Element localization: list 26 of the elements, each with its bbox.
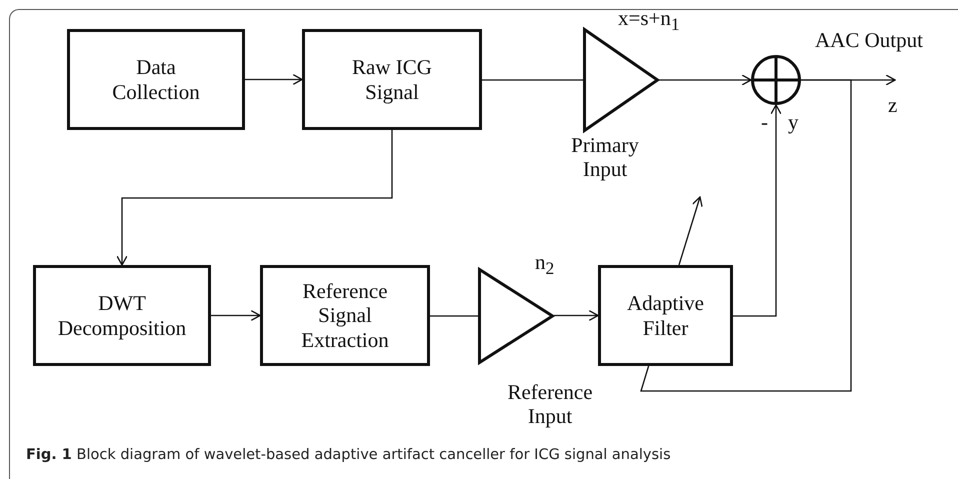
arrow — [245, 74, 303, 86]
process-box: Raw ICG Signal — [302, 29, 482, 130]
process-box: Reference Signal Extraction — [260, 265, 430, 366]
process-box: Data Collection — [67, 29, 245, 130]
connector-line — [430, 315, 478, 317]
process-box: DWT Decomposition — [33, 265, 211, 366]
input-label: Reference Input — [506, 380, 594, 428]
figure-caption: Fig. 1 Block diagram of wavelet-based adaptive artifact canceller for ICG signal analysis — [26, 447, 671, 463]
connector-line — [482, 79, 583, 81]
signal-label: z — [888, 93, 898, 118]
arrow — [554, 310, 599, 322]
signal-label: y — [788, 110, 798, 134]
process-box: Adaptive Filter — [598, 265, 733, 366]
arrow — [116, 130, 393, 266]
amplifier-triangle — [583, 28, 659, 132]
summing-junction — [751, 55, 801, 105]
signal-label: n$_{2}$ — [535, 250, 554, 278]
input-label: Primary Input — [570, 133, 640, 182]
connector-line — [640, 79, 852, 392]
signal-label: x=s+n$_{1}$ — [618, 6, 680, 34]
arrow — [211, 310, 261, 322]
signal-label: AAC Output — [815, 28, 923, 52]
arrow — [659, 74, 752, 86]
arrow — [733, 104, 782, 317]
signal-label: - — [761, 110, 768, 134]
arrow — [678, 196, 703, 266]
